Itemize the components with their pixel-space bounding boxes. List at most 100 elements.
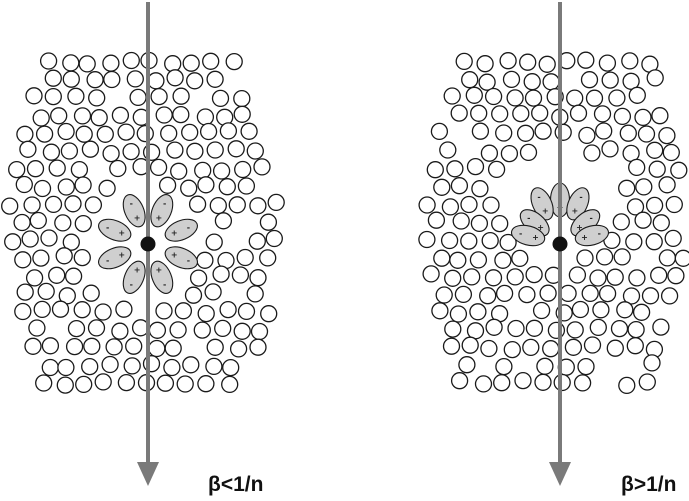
medium-atom bbox=[491, 105, 509, 123]
medium-atom bbox=[169, 321, 187, 339]
medium-atom bbox=[507, 319, 525, 338]
medium-atom bbox=[480, 339, 498, 358]
medium-atom bbox=[568, 266, 587, 284]
medium-atom bbox=[222, 358, 240, 377]
plus-charge-sign: + bbox=[134, 266, 141, 275]
medium-atom bbox=[626, 198, 645, 216]
medium-atom bbox=[484, 269, 503, 287]
medium-atom bbox=[206, 70, 224, 88]
medium-atom bbox=[136, 124, 154, 143]
medium-atom bbox=[64, 195, 82, 213]
medium-atom bbox=[518, 285, 536, 304]
panel-right-medium: +-+-+-+-+-+-+- bbox=[418, 2, 689, 486]
medium-atom bbox=[460, 232, 478, 250]
minus-charge-sign: - bbox=[163, 280, 166, 289]
medium-atom bbox=[125, 337, 143, 355]
medium-atom bbox=[214, 212, 233, 230]
medium-atom bbox=[595, 122, 613, 140]
medium-atom bbox=[122, 51, 140, 70]
medium-atom bbox=[164, 55, 182, 73]
medium-atom bbox=[458, 356, 476, 374]
medium-atom bbox=[172, 87, 190, 105]
medium-atom bbox=[500, 144, 519, 163]
medium-atom bbox=[431, 302, 449, 320]
medium-atom bbox=[474, 375, 493, 393]
medium-atom bbox=[606, 339, 624, 357]
medium-atom bbox=[44, 69, 62, 87]
atom-field-right bbox=[418, 51, 689, 395]
medium-atom bbox=[57, 122, 75, 141]
medium-atom bbox=[82, 284, 100, 302]
medium-atom bbox=[62, 233, 80, 251]
minus-charge-sign: - bbox=[130, 199, 133, 208]
medium-atom bbox=[502, 70, 521, 89]
medium-atom bbox=[206, 338, 224, 356]
medium-atom bbox=[253, 158, 271, 176]
medium-atom bbox=[188, 195, 207, 213]
medium-atom bbox=[627, 320, 645, 339]
medium-atom bbox=[566, 321, 584, 339]
medium-atom bbox=[186, 72, 204, 90]
medium-atom bbox=[450, 104, 468, 122]
medium-atom bbox=[444, 269, 462, 287]
medium-atom bbox=[33, 300, 51, 319]
plus-charge-sign: + bbox=[537, 223, 544, 232]
medium-atom bbox=[478, 73, 496, 91]
medium-atom bbox=[98, 179, 116, 197]
plus-charge-sign: + bbox=[118, 250, 125, 259]
medium-atom bbox=[553, 373, 571, 392]
medium-atom bbox=[542, 73, 560, 91]
medium-atom bbox=[64, 267, 83, 285]
medium-atom bbox=[87, 319, 106, 337]
medium-atom bbox=[259, 249, 277, 267]
medium-atom bbox=[24, 337, 42, 355]
minus-charge-sign: - bbox=[130, 280, 133, 289]
medium-atom bbox=[156, 374, 175, 392]
medium-atom bbox=[202, 52, 220, 70]
medium-atom bbox=[86, 71, 104, 89]
plus-charge-sign: + bbox=[576, 223, 583, 232]
medium-atom bbox=[129, 88, 147, 107]
medium-atom bbox=[105, 338, 123, 356]
medium-atom bbox=[514, 371, 532, 390]
medium-atom bbox=[619, 124, 637, 142]
medium-atom bbox=[103, 70, 121, 89]
medium-atom bbox=[174, 302, 193, 320]
medium-atom bbox=[115, 300, 133, 318]
medium-atom bbox=[189, 269, 208, 287]
medium-atom bbox=[231, 266, 250, 284]
medium-atom bbox=[652, 214, 670, 232]
polarized-molecule: +- bbox=[510, 224, 546, 247]
medium-atom bbox=[83, 337, 101, 355]
medium-atom bbox=[585, 89, 604, 107]
medium-atom bbox=[228, 196, 246, 214]
medium-atom bbox=[461, 336, 479, 354]
minus-charge-sign: - bbox=[598, 229, 601, 238]
medium-atom bbox=[265, 229, 283, 248]
medium-atom bbox=[635, 178, 653, 196]
polarized-molecule: +- bbox=[98, 218, 132, 242]
medium-atom bbox=[651, 107, 669, 125]
medium-atom bbox=[674, 249, 689, 267]
medium-atom bbox=[150, 87, 168, 106]
medium-atom bbox=[196, 108, 215, 126]
medium-atom bbox=[259, 213, 278, 231]
medium-atom bbox=[194, 161, 212, 180]
medium-atom bbox=[166, 141, 184, 159]
medium-atom bbox=[471, 180, 489, 198]
medium-atom bbox=[531, 104, 549, 122]
medium-atom bbox=[233, 322, 251, 340]
medium-atom bbox=[576, 249, 594, 267]
medium-atom bbox=[74, 176, 92, 194]
medium-atom bbox=[418, 196, 436, 214]
medium-atom bbox=[444, 320, 462, 338]
medium-atom bbox=[650, 266, 668, 284]
medium-atom bbox=[598, 54, 617, 72]
medium-atom bbox=[117, 123, 135, 141]
medium-atom bbox=[81, 357, 99, 376]
medium-atom bbox=[460, 195, 478, 214]
medium-atom bbox=[634, 211, 652, 229]
medium-atom bbox=[111, 322, 129, 340]
medium-atom bbox=[205, 233, 223, 251]
medium-atom bbox=[227, 140, 245, 158]
